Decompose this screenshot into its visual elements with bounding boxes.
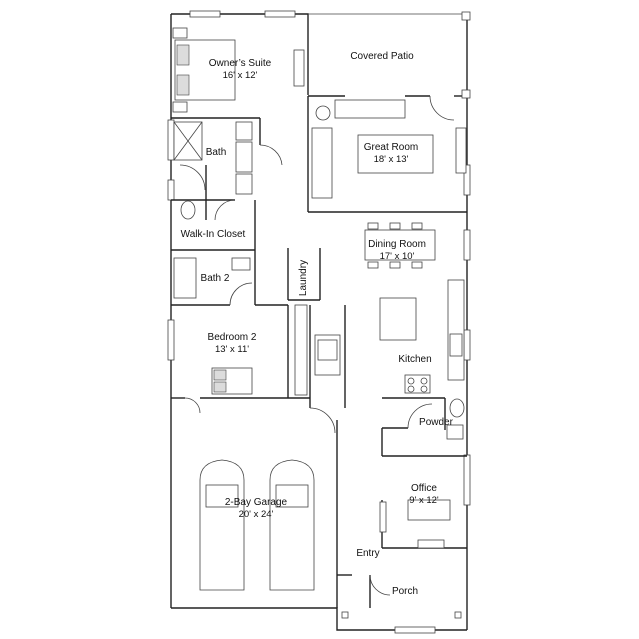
room-name-dining-room: Dining Room xyxy=(368,239,426,250)
room-name-office: Office xyxy=(411,483,437,494)
room-size-great-room: 18' x 13' xyxy=(374,154,409,165)
room-labels: Owner’s Suite 16' x 12' Covered Patio Gr… xyxy=(181,51,454,597)
room-size-bedroom-2: 13' x 11' xyxy=(215,344,249,355)
room-name-covered-patio: Covered Patio xyxy=(350,51,414,62)
room-size-garage: 20' x 24' xyxy=(239,509,274,520)
furniture xyxy=(172,11,471,619)
exterior-walls xyxy=(170,13,468,631)
room-size-office: 9' x 12' xyxy=(409,495,439,506)
room-name-owners-suite: Owner’s Suite xyxy=(209,58,272,69)
room-name-bath-2: Bath 2 xyxy=(201,273,230,284)
room-name-bedroom-2: Bedroom 2 xyxy=(208,332,257,343)
room-name-garage: 2-Bay Garage xyxy=(225,497,288,508)
room-name-powder: Powder xyxy=(419,417,454,428)
room-size-owners-suite: 16' x 12' xyxy=(223,70,258,81)
room-name-kitchen: Kitchen xyxy=(398,354,431,365)
doors xyxy=(179,95,455,596)
room-name-walk-in-closet: Walk-In Closet xyxy=(181,229,246,240)
room-name-entry: Entry xyxy=(356,548,379,559)
room-name-laundry: Laundry xyxy=(298,260,309,296)
room-size-dining-room: 17' x 10' xyxy=(380,251,415,262)
room-name-great-room: Great Room xyxy=(364,142,418,153)
room-name-bath: Bath xyxy=(206,147,227,158)
room-name-porch: Porch xyxy=(392,586,418,597)
